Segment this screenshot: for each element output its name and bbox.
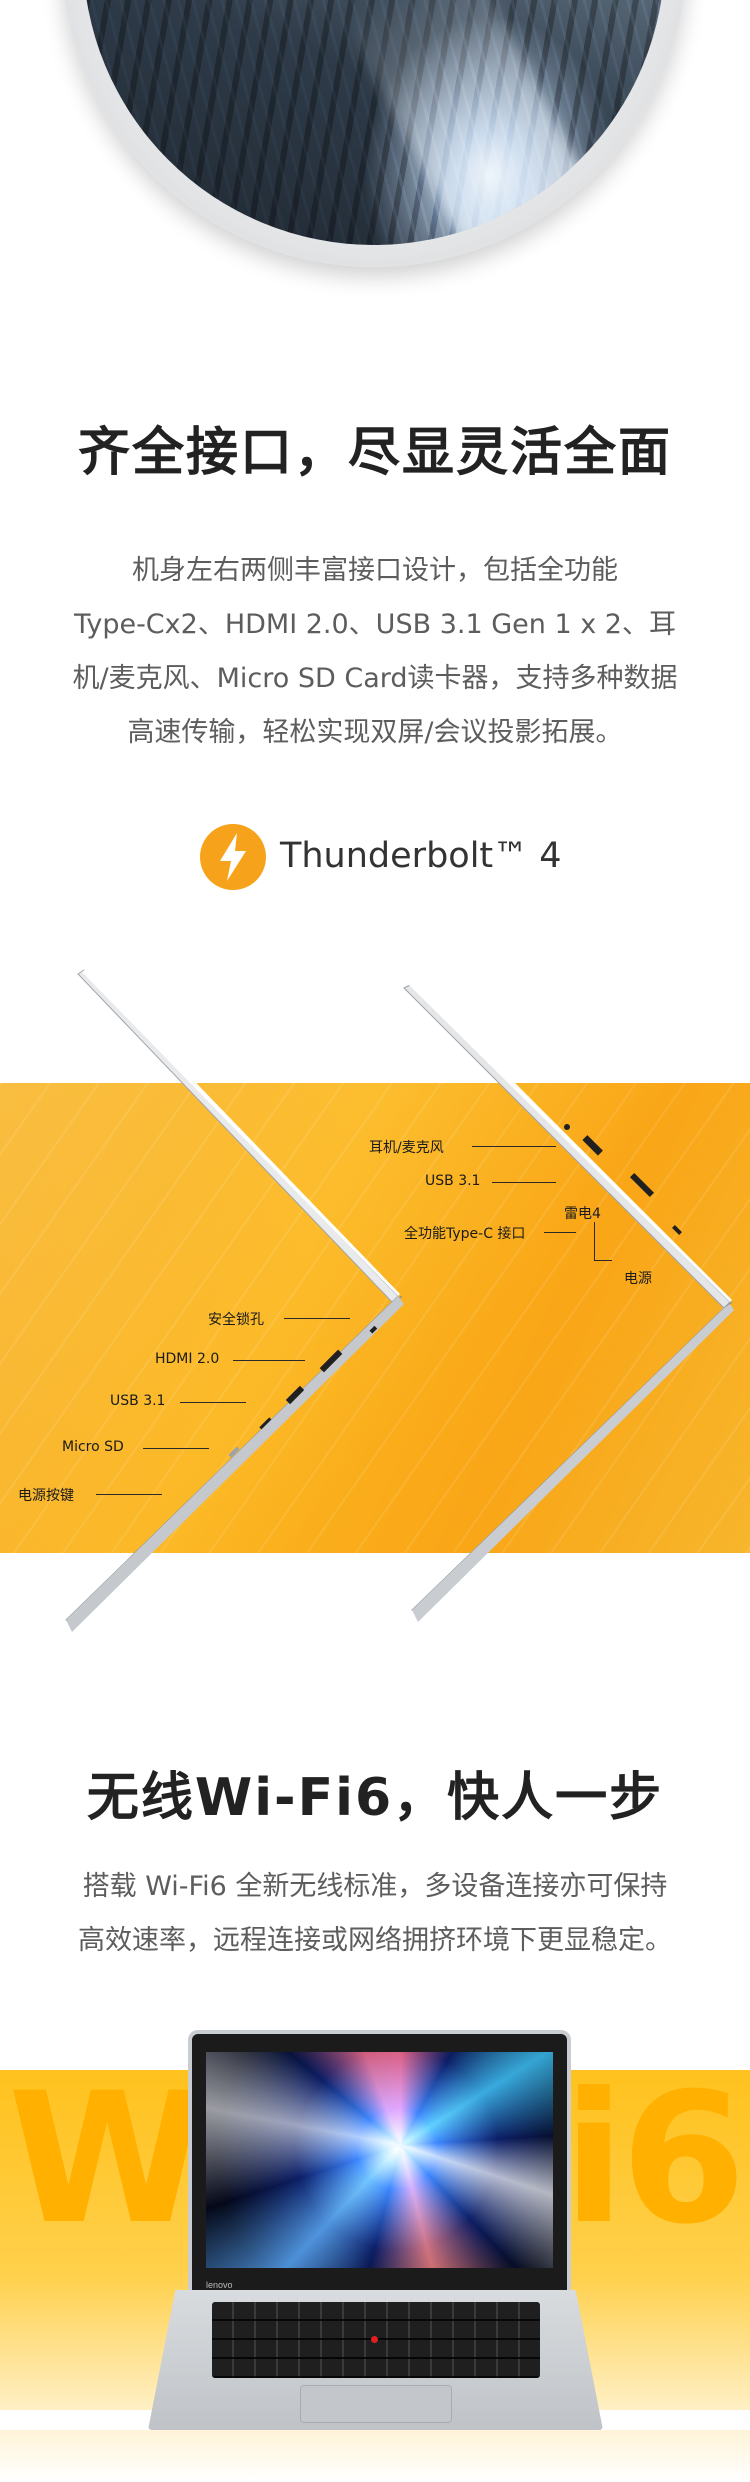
usb-port-left xyxy=(285,1385,305,1405)
typec-ports xyxy=(629,1172,655,1198)
wifi-description-line: 搭载 Wi-Fi6 全新无线标准，多设备连接亦可保持 xyxy=(82,1871,668,1902)
leader-line xyxy=(180,1402,246,1403)
right-laptop-screen-edge xyxy=(408,982,732,1302)
right-laptop-base-side xyxy=(412,1304,734,1622)
laptop-trackpad xyxy=(300,2385,452,2423)
wifi-section-title: 无线Wi-Fi6，快人一步 xyxy=(86,1768,664,1828)
ports-description-line: 高速传输，轻松实现双屏/会议投影拓展。 xyxy=(127,717,623,748)
lens-frame xyxy=(61,0,687,267)
right-laptop-screen xyxy=(403,983,731,1309)
thunderbolt-label: Thunderbolt™ 4 xyxy=(280,836,562,876)
wifi-hero-image: Wi Fi6 lenovo xyxy=(0,2000,750,2482)
leader-line xyxy=(284,1318,350,1319)
laptop-lid: lenovo xyxy=(188,2030,571,2300)
label-typec: 全功能Type-C 接口 xyxy=(404,1226,526,1242)
label-lock: 安全锁孔 xyxy=(208,1312,264,1328)
leader-line xyxy=(594,1260,612,1261)
label-hdmi: HDMI 2.0 xyxy=(155,1351,220,1367)
laptop-screen xyxy=(206,2052,553,2268)
headphone-jack xyxy=(564,1124,570,1130)
leader-line xyxy=(594,1222,595,1260)
leader-line xyxy=(472,1146,556,1147)
label-usb-right: USB 3.1 xyxy=(425,1173,481,1189)
hdmi-port xyxy=(319,1349,343,1373)
wifi-description: 搭载 Wi-Fi6 全新无线标准，多设备连接亦可保持 高效速率，远程连接或网络拥… xyxy=(40,1860,710,1968)
label-headphone: 耳机/麦克风 xyxy=(369,1140,444,1156)
label-power-button: 电源按键 xyxy=(18,1488,74,1504)
ports-description-line: 机/麦克风、Micro SD Card读卡器，支持多种数据 xyxy=(72,663,678,694)
city-photo xyxy=(83,0,665,245)
ports-description-line: Type-Cx2、HDMI 2.0、USB 3.1 Gen 1 x 2、耳 xyxy=(74,609,676,640)
label-power: 电源 xyxy=(624,1271,652,1287)
city-lens-image xyxy=(0,0,750,380)
leader-line xyxy=(143,1448,209,1449)
label-usb-left: USB 3.1 xyxy=(110,1393,166,1409)
wifi-fade xyxy=(0,2430,750,2482)
usb-port-right xyxy=(582,1135,603,1156)
trackpoint xyxy=(371,2336,378,2343)
microsd-slot xyxy=(259,1417,272,1430)
label-microsd: Micro SD xyxy=(62,1439,124,1455)
ports-description-line: 机身左右两侧丰富接口设计，包括全功能 xyxy=(132,555,618,586)
lock-slot xyxy=(369,1325,378,1334)
thunderbolt-icon xyxy=(200,824,266,890)
ports-description: 机身左右两侧丰富接口设计，包括全功能 Type-Cx2、HDMI 2.0、USB… xyxy=(40,544,710,760)
leader-line xyxy=(492,1182,556,1183)
leader-line xyxy=(233,1360,305,1361)
power-button xyxy=(228,1446,240,1458)
wifi-description-line: 高效速率，远程连接或网络拥挤环境下更显稳定。 xyxy=(78,1925,672,1956)
thunderbolt-badge: Thunderbolt™ 4 xyxy=(0,824,750,894)
laptops-side-view xyxy=(65,969,734,1632)
leader-line xyxy=(96,1494,162,1495)
label-thunderbolt4: 雷电4 xyxy=(564,1206,601,1222)
light-beam xyxy=(341,0,625,245)
left-laptop-screen-edge xyxy=(82,969,400,1296)
ports-section-title: 齐全接口，尽显灵活全面 xyxy=(77,423,672,483)
leader-line xyxy=(544,1232,576,1233)
left-laptop-base-side xyxy=(66,1296,404,1632)
left-laptop-screen xyxy=(77,969,399,1303)
laptop-brand-logo: lenovo xyxy=(206,2280,233,2290)
power-port xyxy=(672,1225,682,1235)
